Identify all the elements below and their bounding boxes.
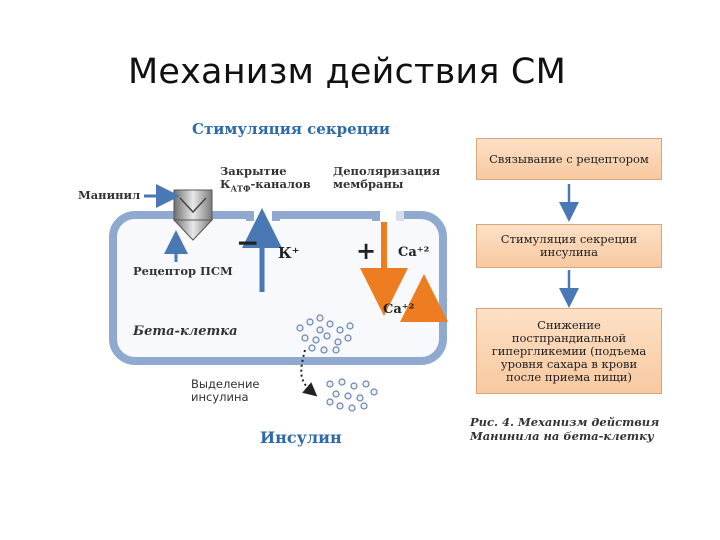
- insulin-granules-inside: [296, 314, 354, 354]
- stimulation-header: Стимуляция секреции: [192, 120, 391, 138]
- flow-step-reduction: Снижение постпрандиальной гипергликемии …: [476, 308, 662, 394]
- figure-caption: Рис. 4. Механизм действия Манинила на бе…: [470, 415, 660, 443]
- k-plus-label: К⁺: [278, 244, 300, 262]
- insulin-granules-outside: [326, 378, 378, 412]
- plus-sign: +: [356, 236, 377, 265]
- flow-step-binding: Связывание с рецептором: [476, 138, 662, 180]
- ca-in-label: Ca⁺²: [398, 245, 430, 260]
- insulin-label: Инсулин: [260, 428, 342, 447]
- slide-title: Механизм действия СМ: [128, 52, 566, 92]
- ca-out-label: Ca⁺²: [383, 302, 415, 317]
- beta-cell-label: Бета-клетка: [133, 324, 238, 339]
- receptor-label: Рецептор ПСМ: [133, 264, 233, 278]
- cell-membrane: [109, 211, 447, 365]
- minus-sign: −: [236, 226, 260, 259]
- maninil-label: Манинил: [78, 188, 141, 202]
- channel-closing-label: Закрытие КАТФ-каналов: [220, 164, 311, 194]
- insulin-release-label: Выделение инсулина: [191, 377, 260, 404]
- depolarization-label: Деполяризация мембраны: [333, 164, 441, 191]
- flow-step-stimulation: Стимуляция секреции инсулина: [476, 224, 662, 268]
- release-arrow: [300, 349, 318, 397]
